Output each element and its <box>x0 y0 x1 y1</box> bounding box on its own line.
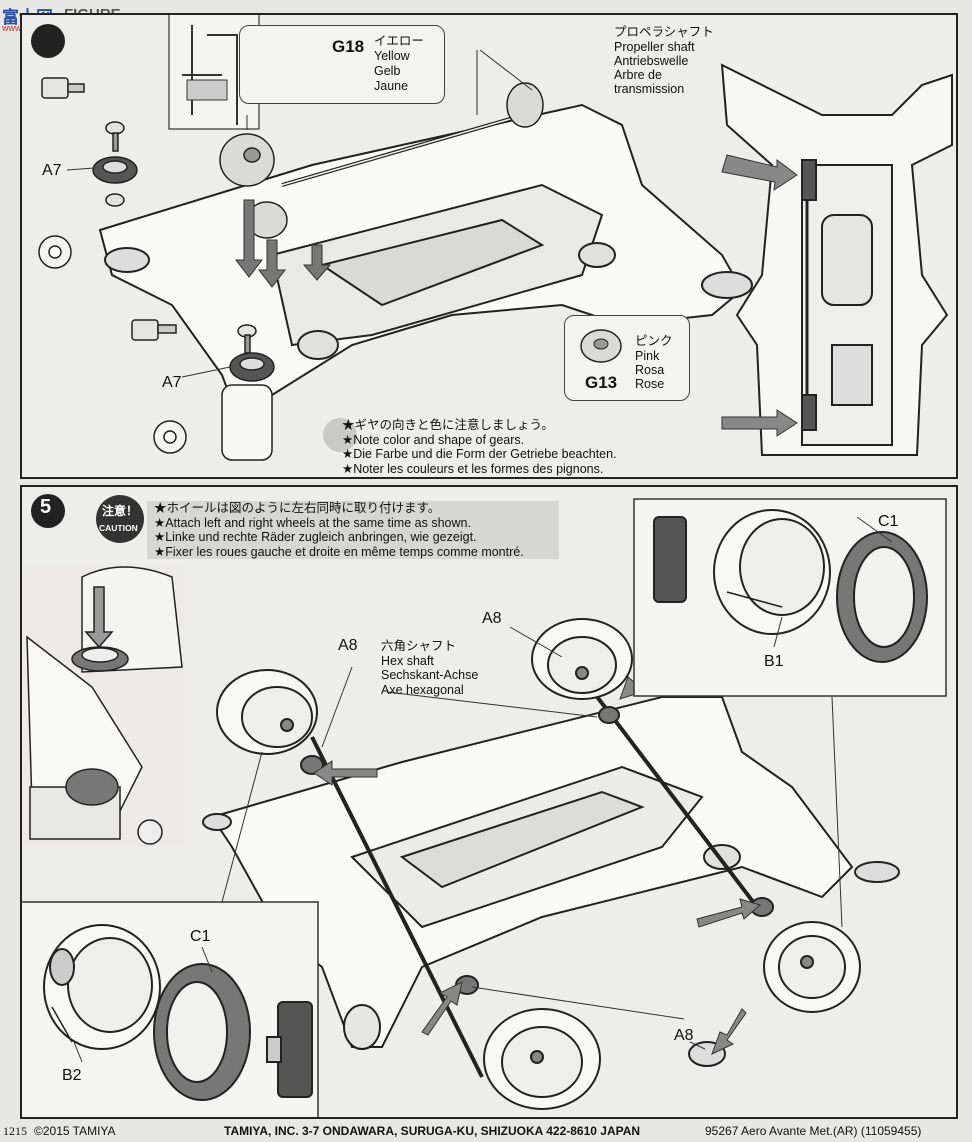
step4-note-de: ★Die Farbe und die Form der Getriebe bea… <box>342 447 617 461</box>
step5-note-en: ★Attach left and right wheels at the sam… <box>154 515 471 530</box>
gear-g13-callout: G13 ピンク Pink Rosa Rose <box>564 315 690 401</box>
shaft-label-fr1: Arbre de <box>614 68 662 82</box>
shaft-label-jp: プロペラシャフト <box>614 25 714 39</box>
b1-label: B1 <box>764 653 784 670</box>
step4-note-jp: ★ギヤの向きと色に注意しましょう。 <box>342 418 554 432</box>
footer-copyright: ©2015 TAMIYA <box>34 1124 116 1138</box>
gear-g13-fr: Rose <box>635 377 665 391</box>
step5-note-fr: ★Fixer les roues gauche et droite en mêm… <box>154 544 524 559</box>
wheels <box>216 618 861 1110</box>
wheel-assembly-left-drawing <box>43 924 313 1101</box>
step4-note-fr: ★Noter les couleurs et les formes des pi… <box>342 461 604 476</box>
footer-address: TAMIYA, INC. 3-7 ONDAWARA, SURUGA-KU, SH… <box>224 1124 641 1138</box>
step5-illustration <box>22 494 947 1117</box>
wheel-assembly-right-drawing <box>653 509 928 663</box>
step4-note-en: ★Note color and shape of gears. <box>342 432 525 447</box>
footer-product: 95267 Aero Avante Met.(AR) (11059455) <box>705 1124 922 1138</box>
step4-panel: G18 イエロー Yellow Gelb Jaune プロペラシャフト Prop… <box>20 13 958 479</box>
hex-shaft-de: Sechskant-Achse <box>381 668 479 682</box>
shaft-label-de: Antriebswelle <box>614 54 689 68</box>
shaft-label-en: Propeller shaft <box>614 40 695 54</box>
a7-top-label: A7 <box>42 162 62 179</box>
gear-g18-code: G18 <box>332 37 365 56</box>
caution-jp: 注意！ <box>102 504 139 518</box>
step4-notes: ★ギヤの向きと色に注意しましょう。 ★Note color and shape … <box>342 418 617 476</box>
step5-notes: ★ホイールは図のように左右同時に取り付けます。 ★Attach left and… <box>154 501 524 559</box>
a7-bottom-label: A7 <box>162 374 182 391</box>
gear-g13-code: G13 <box>585 373 618 392</box>
a7-bottom-drawing <box>131 319 275 461</box>
gear-g13-en: Pink <box>635 349 660 363</box>
hex-shaft-en: Hex shaft <box>381 653 434 668</box>
hand-inset <box>22 566 184 847</box>
step5-number: 5 <box>40 496 52 518</box>
a7-top-drawing <box>38 77 138 269</box>
gear-g18-callout: G18 イエロー Yellow Gelb Jaune <box>239 25 445 104</box>
hex-shaft-jp: 六角シャフト <box>381 639 457 653</box>
step5-note-de: ★Linke und rechte Räder zugleich anbring… <box>154 530 477 544</box>
b2-label: B2 <box>62 1067 82 1084</box>
hex-shaft-fr: Axe hexagonal <box>381 682 464 697</box>
a8-left-label: A8 <box>338 637 358 654</box>
c1-right-label: C1 <box>878 513 899 530</box>
step5-panel: 5 注意！ CAUTION ★ホイールは図のように左右同時に取り付けます。 ★A… <box>20 485 958 1119</box>
footer-code: 1215 <box>3 1124 27 1138</box>
gear-g13-jp: ピンク <box>635 334 673 348</box>
a8-top-label: A8 <box>482 610 502 627</box>
gear-g18-jp: イエロー <box>374 34 424 48</box>
gear-g13-de: Rosa <box>635 363 665 377</box>
gear-g13-drawing <box>580 329 622 363</box>
c1-left-label: C1 <box>190 928 211 945</box>
gear-g18-fr: Jaune <box>374 79 409 93</box>
gear-g18-en: Yellow <box>374 49 410 63</box>
caution-en: CAUTION <box>99 523 138 533</box>
step5-note-jp: ★ホイールは図のように左右同時に取り付けます。 <box>154 501 441 515</box>
chassis-top-view <box>720 63 953 456</box>
hex-shaft-label: 六角シャフト Hex shaft Sechskant-Achse Axe hex… <box>381 639 478 697</box>
gear-g18-de: Gelb <box>374 64 401 78</box>
a8-bottom-label: A8 <box>674 1027 694 1044</box>
step4-illustration <box>31 15 953 461</box>
shaft-label-fr2: transmission <box>614 82 685 96</box>
